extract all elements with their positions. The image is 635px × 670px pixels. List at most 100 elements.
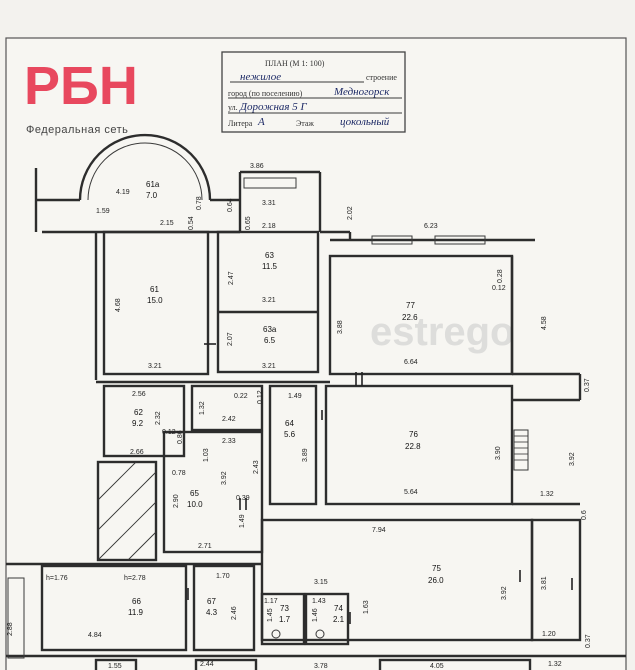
room-76-area: 22.8 xyxy=(405,442,421,451)
room-67-outline xyxy=(192,564,256,652)
dim-label: 1.32 xyxy=(199,401,206,415)
walls xyxy=(6,133,626,670)
dim-label: 1.32 xyxy=(548,661,562,668)
room-66-area: 11.9 xyxy=(128,608,144,617)
watermark: estrego xyxy=(370,310,515,354)
dim-label: 4.19 xyxy=(116,189,130,196)
room-64-area: 5.6 xyxy=(284,430,296,439)
dim-label: 3.81 xyxy=(541,576,548,590)
room-62-outline xyxy=(102,384,186,458)
room-61-outline xyxy=(102,230,210,376)
stamp-title: ПЛАН (М 1: 100) xyxy=(265,59,325,68)
room-63-area: 11.5 xyxy=(262,262,278,271)
dim-label: 0.28 xyxy=(497,269,504,283)
room-labels: 61а 7.0 61 15.0 63 11.5 63а 6.5 77 22.6 … xyxy=(128,180,444,624)
stamp-type: нежилое xyxy=(240,71,281,83)
dim-label: 7.94 xyxy=(372,527,386,534)
room-75-area: 26.0 xyxy=(428,576,444,585)
dim-label: 6.23 xyxy=(424,223,438,230)
wall-bay-arc xyxy=(78,133,212,201)
dim-label: 3.90 xyxy=(495,446,502,460)
dim-label: 0.37 xyxy=(585,634,592,648)
room-left-edge xyxy=(7,577,25,659)
dim-label: 3.92 xyxy=(221,471,228,485)
room-67-area: 4.3 xyxy=(206,608,218,617)
dim-label: 2.43 xyxy=(253,460,260,474)
dim-label: 1.63 xyxy=(363,600,370,614)
dim-label: 2.71 xyxy=(198,543,212,550)
dim-label: 4.05 xyxy=(430,663,444,670)
toilet-73 xyxy=(271,629,281,639)
room-bottom-a xyxy=(94,658,138,670)
dim-label: 0.39 xyxy=(236,495,250,502)
dim-label: 0.37 xyxy=(584,378,591,392)
dim-label: 2.15 xyxy=(160,220,174,227)
dim-label: 2.02 xyxy=(347,206,354,220)
room-side-outline xyxy=(530,518,582,642)
wall-bay-arc-inner xyxy=(87,142,203,201)
room-66-num: 66 xyxy=(132,597,141,606)
dim-label: 0.64 xyxy=(227,198,234,212)
dim-label: 2.42 xyxy=(222,416,236,423)
stair-76 xyxy=(513,429,529,471)
dim-label: 0.86 xyxy=(177,430,184,444)
room-62-area: 9.2 xyxy=(132,419,144,428)
room-61-area: 15.0 xyxy=(147,296,163,305)
dim-label: 1.43 xyxy=(312,598,326,605)
room-61a-area: 7.0 xyxy=(146,191,158,200)
dim-label: 3.31 xyxy=(262,200,276,207)
dim-label: 0.12 xyxy=(257,390,264,404)
room-75-num: 75 xyxy=(432,564,441,573)
dim-label: 1.59 xyxy=(96,208,110,215)
room-61a-num: 61а xyxy=(146,180,160,189)
dim-label: 3.78 xyxy=(314,663,328,670)
room-bottom-c xyxy=(378,658,532,670)
dim-label: 1.45 xyxy=(267,608,274,622)
stamp-floor: цокольный xyxy=(340,116,390,128)
dim-label: 1.49 xyxy=(239,514,246,528)
room-73-area: 1.7 xyxy=(279,615,291,624)
dim-label: 0.22 xyxy=(234,393,248,400)
room-64-num: 64 xyxy=(285,419,294,428)
dim-label: 3.21 xyxy=(262,297,276,304)
dim-label: 0.78 xyxy=(196,196,203,210)
dim-label: 1.03 xyxy=(203,448,210,462)
dim-label: 1.70 xyxy=(216,573,230,580)
dim-label: 3.89 xyxy=(302,448,309,462)
room-74-outline xyxy=(304,592,350,646)
stamp-litera: А xyxy=(257,116,265,128)
title-stamp: ПЛАН (М 1: 100) нежилое строение город (… xyxy=(221,51,406,133)
dim-label: 3.15 xyxy=(314,579,328,586)
stamp-floor-label: Этаж xyxy=(296,119,314,128)
room-76-outline xyxy=(324,384,514,506)
dim-label: 3.21 xyxy=(148,363,162,370)
dim-label: 3.92 xyxy=(569,452,576,466)
room-62-num: 62 xyxy=(134,408,143,417)
room-73-num: 73 xyxy=(280,604,289,613)
doors xyxy=(187,343,573,624)
room-wc-outline xyxy=(190,384,264,432)
dim-label: 3.21 xyxy=(262,363,276,370)
dim-label: 2.66 xyxy=(130,449,144,456)
dim-label: 2.18 xyxy=(262,223,276,230)
dim-label: 2.47 xyxy=(228,271,235,285)
dim-label: 0.78 xyxy=(172,470,186,477)
dim-label: 2.33 xyxy=(222,438,236,445)
room-65-num: 65 xyxy=(190,489,199,498)
room-73-outline xyxy=(260,592,306,646)
dim-label: 2.46 xyxy=(231,606,238,620)
stair-76-steps xyxy=(514,435,528,461)
dim-label: 4.84 xyxy=(88,632,102,639)
room-77-area: 22.6 xyxy=(402,313,418,322)
dim-label: 0.6 xyxy=(581,510,588,520)
dim-label: 1.46 xyxy=(312,608,319,622)
dim-label: 2.32 xyxy=(155,411,162,425)
dim-label: h=1.76 xyxy=(46,575,68,582)
stamp-city-label: город (по поселению) xyxy=(228,89,303,98)
room-77-num: 77 xyxy=(406,301,415,310)
dim-label: 1.17 xyxy=(264,598,278,605)
window-77-a xyxy=(371,235,413,245)
dim-label: 1.49 xyxy=(288,393,302,400)
room-67-num: 67 xyxy=(207,597,216,606)
